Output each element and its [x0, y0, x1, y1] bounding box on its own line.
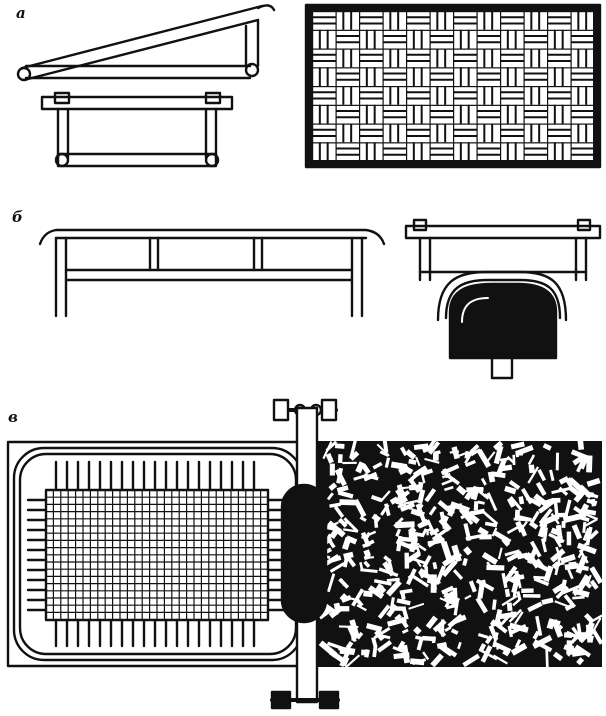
panel-label-v: в: [8, 408, 18, 426]
panel-b: [38, 218, 602, 380]
bench-frame-side-view: [404, 218, 602, 380]
bench-frame-front-view: [38, 228, 386, 318]
panel-label-b: б: [12, 208, 23, 226]
axle-assembly: [270, 398, 340, 710]
woven-mat: [304, 3, 602, 169]
panel-c: [6, 398, 604, 710]
panel-label-a: а: [16, 4, 26, 22]
inclined-frame-side-view: [16, 4, 276, 82]
frame-tray: [6, 440, 310, 668]
mosaic-chips: [313, 438, 604, 669]
panel-a: [16, 3, 602, 169]
frame-top-view: [40, 91, 234, 168]
